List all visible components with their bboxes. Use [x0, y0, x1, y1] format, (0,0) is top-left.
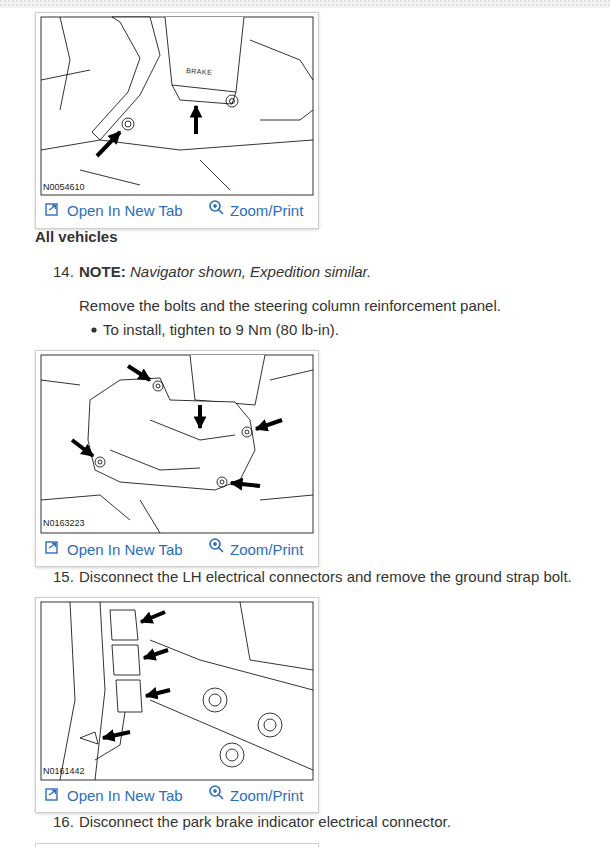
figure-frame: BRAKE N0054610Open In New Tab Zoom/Print: [35, 12, 319, 229]
note-text: Navigator shown, Expedition similar.: [130, 263, 371, 281]
figure-code: N0163223: [43, 518, 85, 528]
step-number: 15.: [53, 568, 74, 586]
figure-frame: N0161442Open In New Tab Zoom/Print: [35, 597, 319, 813]
zoom-link: Zoom/Print: [230, 202, 303, 220]
section-heading: All vehicles: [35, 228, 118, 246]
figure-code: N0161442: [43, 766, 85, 776]
figure-lh-connectors: [41, 602, 313, 800]
step-number: 16.: [53, 813, 74, 831]
top-band: [0, 0, 610, 8]
note-tag: NOTE:: [79, 263, 126, 281]
step-text: Remove the bolts and the steering column…: [79, 297, 501, 315]
figure-brake-pedal: [41, 17, 313, 215]
open-tab-link: Open In New Tab: [67, 541, 183, 559]
open-tab-link: Open In New Tab: [67, 787, 183, 805]
torque-spec: To install, tighten to 9 Nm (80 lb-in).: [103, 321, 339, 339]
step-number: 14.: [53, 263, 74, 281]
bullet-dot: [91, 327, 96, 332]
zoom-link: Zoom/Print: [230, 787, 303, 805]
step-text: Disconnect the LH electrical connectors …: [79, 568, 572, 586]
open-tab-link: Open In New Tab: [67, 202, 183, 220]
part-label: BRAKE: [186, 67, 213, 77]
figure-reinforcement-panel: [41, 355, 313, 553]
next-figure-frame: [36, 844, 319, 847]
figure-code: N0054610: [43, 182, 85, 192]
figure-frame: N0163223Open In New Tab Zoom/Print: [35, 350, 319, 567]
zoom-link: Zoom/Print: [230, 541, 303, 559]
step-text: Disconnect the park brake indicator elec…: [79, 813, 451, 831]
